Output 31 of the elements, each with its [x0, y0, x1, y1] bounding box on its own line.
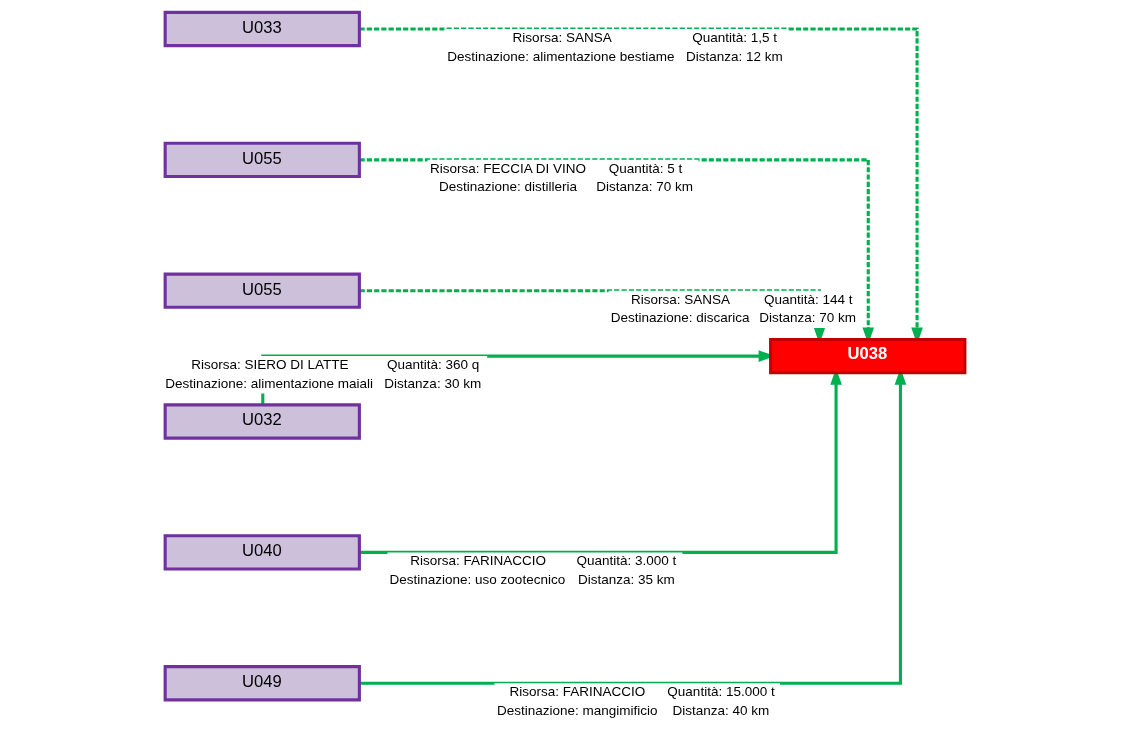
node-box: U032	[163, 403, 361, 440]
edge-label: Risorsa: FARINACCIO	[410, 553, 547, 569]
node-box: U038	[769, 337, 967, 375]
edge-label: Risorsa: SANSA	[630, 291, 730, 307]
edge-label: Risorsa: SANSA	[512, 29, 612, 45]
label: Distanza: 30 km	[384, 375, 482, 391]
node-box: U049	[163, 665, 361, 702]
edge-label: Risorsa: SIERO DI LATTE	[191, 356, 349, 372]
label: Distanza: 35 km	[578, 571, 675, 587]
node-box: U040	[163, 534, 361, 571]
label: Quantità: 5 t	[608, 160, 683, 176]
label: Distanza: 70 km	[759, 310, 857, 326]
label: Distanza: 40 km	[672, 702, 770, 718]
label: Destinazione: alimentazione bestiame	[447, 48, 675, 64]
label: Distanza: 12 km	[686, 48, 783, 64]
node-box: U055	[163, 272, 361, 309]
edge-label: Risorsa: FARINACCIO	[509, 684, 646, 700]
label: Destinazione: uso zootecnico	[389, 571, 566, 587]
label: Quantità: 3.000 t	[576, 553, 677, 569]
label: Quantità: 144 t	[763, 291, 853, 307]
label: Distanza: 70 km	[596, 179, 694, 195]
label: Quantità: 1,5 t	[692, 29, 778, 45]
label: Destinazione: discarica	[610, 310, 750, 326]
label: Destinazione: alimentazione maiali	[165, 375, 374, 391]
label: Destinazione: mangimificio	[497, 702, 658, 718]
node-box: U055	[163, 141, 361, 178]
node-box: U033	[163, 10, 361, 48]
edge-label: Risorsa: FECCIA DI VINO	[430, 160, 587, 176]
label: Quantità: 15.000 t	[667, 684, 775, 700]
label: Quantità: 360 q	[386, 356, 480, 372]
label: Destinazione: distilleria	[438, 179, 577, 195]
